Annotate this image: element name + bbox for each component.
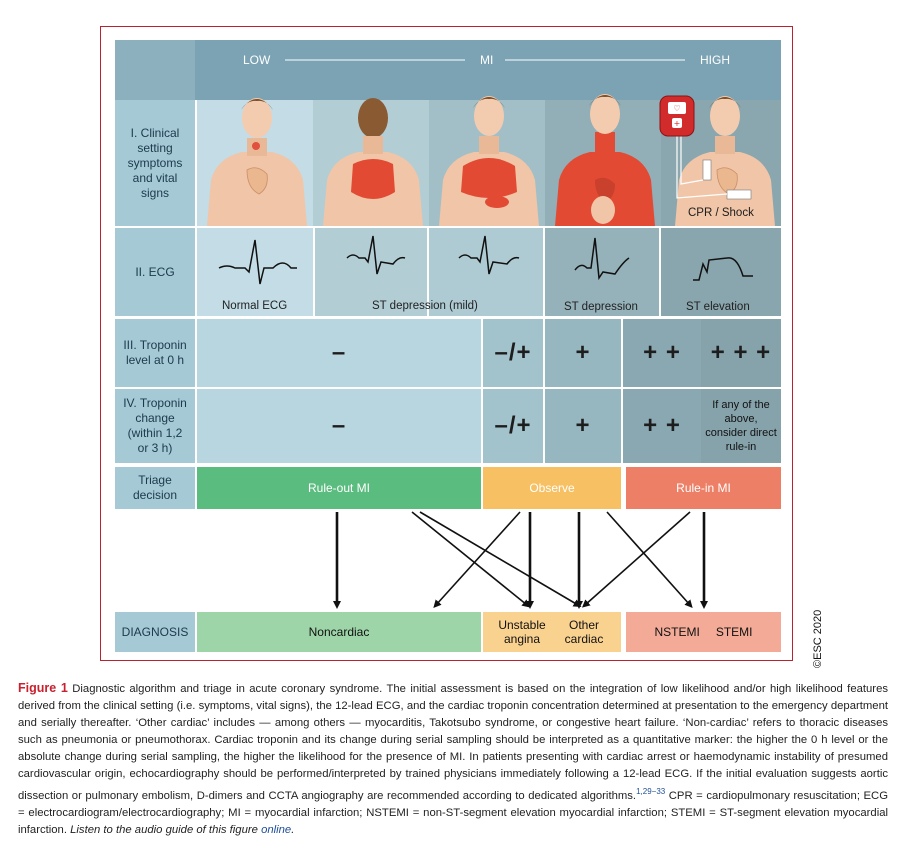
- row-label-diagnosis: DIAGNOSIS: [115, 612, 195, 652]
- diagnosis-unstable-label: Unstable angina: [498, 618, 546, 646]
- header-mi: MI: [480, 53, 494, 67]
- ecg-trace-mild-2: [458, 235, 520, 275]
- caption-refs[interactable]: 1,29−33: [636, 787, 666, 796]
- diagnosis-nstemi-label: NSTEMI: [654, 625, 700, 639]
- ecg-trace-elevation: [693, 257, 753, 281]
- row-label-triage: Triage decision: [115, 467, 195, 509]
- ecg-panel-elevation: [661, 228, 781, 316]
- troponin0-plus3: + + +: [710, 339, 772, 366]
- ecg-label-depression: ST depression: [564, 301, 638, 313]
- ecg-panel-depression: [545, 228, 659, 316]
- ecg-label-elevation: ST elevation: [686, 301, 750, 313]
- trop-change-maybe: –/+: [494, 412, 532, 439]
- trop-change-neg-cell: –: [197, 389, 481, 463]
- triage-rulein: Rule-in MI: [626, 467, 781, 509]
- row-label-troponin0: III. Troponin level at 0 h: [115, 319, 195, 387]
- caption-figure-label: Figure 1: [18, 681, 68, 695]
- trop-change-plus2-cell: + +: [623, 389, 701, 463]
- triage-observe: Observe: [483, 467, 621, 509]
- diagnosis-noncardiac-label: Noncardiac: [308, 625, 370, 639]
- troponin0-neg: –: [331, 339, 347, 366]
- caption-audio-b: .: [291, 823, 295, 836]
- arrow-observe-noncardiac: [433, 511, 521, 608]
- patient-3-figure: [439, 96, 539, 226]
- likelihood-arrow-line: [285, 59, 685, 61]
- ecg-traces: [218, 235, 753, 285]
- trop-change-plus: +: [575, 412, 591, 439]
- troponin0-plus: +: [575, 339, 591, 366]
- trop-change-note-cell: If any of the above, consider direct rul…: [701, 389, 781, 463]
- header-label-column: [115, 40, 195, 100]
- troponin0-plus3-cell: + + +: [701, 319, 781, 387]
- svg-text:+: +: [674, 119, 681, 128]
- caption-text2: CPR = cardiopulmonary resuscitation; ECG…: [18, 789, 889, 836]
- trop-change-maybe-cell: –/+: [483, 389, 543, 463]
- arrow-ruleout-unstable: [411, 511, 531, 608]
- patient-4-figure: [555, 94, 655, 226]
- troponin0-plus-cell: +: [545, 319, 621, 387]
- trop-change-neg: –: [331, 412, 347, 439]
- figure-frame: [100, 26, 793, 661]
- row-label-troponin-change: IV. Troponin change (within 1,2 or 3 h): [115, 389, 195, 463]
- diagnosis-noncardiac: Noncardiac: [197, 612, 481, 652]
- caption-audio-a: Listen to the audio guide of this figure: [70, 823, 262, 836]
- cpr-shock-label: CPR / Shock: [688, 207, 754, 219]
- patient-1-figure: [207, 98, 307, 226]
- trop-change-plus2: + +: [643, 412, 681, 439]
- triage-rulein-label: Rule-in MI: [676, 481, 731, 495]
- figure-caption: Figure 1 Diagnostic algorithm and triage…: [18, 680, 888, 839]
- troponin0-maybe-cell: –/+: [483, 319, 543, 387]
- caption-text: Diagnostic algorithm and triage in acute…: [18, 683, 889, 802]
- row-label-ecg: II. ECG: [115, 228, 195, 316]
- header-high: HIGH: [700, 53, 730, 67]
- copyright-text: ©ESC 2020: [812, 609, 824, 668]
- diagnosis-stemi-label: STEMI: [715, 625, 753, 639]
- patient-2-figure: [323, 98, 423, 226]
- header-band: [115, 40, 781, 100]
- caption-audio-link[interactable]: online: [261, 823, 292, 836]
- defibrillator-icon: ♡ +: [659, 95, 695, 137]
- diagnosis-unstable-other: Unstable angina Other cardiac: [483, 612, 621, 652]
- troponin0-maybe: –/+: [494, 339, 532, 366]
- triage-ruleout: Rule-out MI: [197, 467, 481, 509]
- ecg-label-normal: Normal ECG: [222, 300, 288, 312]
- triage-ruleout-label: Rule-out MI: [307, 481, 371, 495]
- trop-change-note: If any of the above, consider direct rul…: [705, 399, 777, 453]
- diagnosis-nstemi-stemi: NSTEMI STEMI: [626, 612, 781, 652]
- arrow-ruleout-other: [419, 511, 582, 608]
- diagnosis-other-label: Other cardiac: [564, 618, 604, 646]
- svg-text:♡: ♡: [673, 104, 680, 113]
- troponin0-neg-cell: –: [197, 319, 481, 387]
- triage-observe-label: Observe: [529, 481, 575, 495]
- patient-figures: ♡ +: [207, 94, 775, 226]
- patient-5-figure: [675, 96, 775, 226]
- ecg-trace-normal: [218, 239, 297, 285]
- arrow-observe-nstemi: [606, 511, 693, 608]
- copyright-box: ©ESC 2020: [808, 600, 828, 670]
- trop-change-plus-cell: +: [545, 389, 621, 463]
- arrow-rulein-other: [582, 511, 691, 608]
- header-low: LOW: [243, 53, 271, 67]
- troponin0-plus2-cell: + +: [623, 319, 701, 387]
- ecg-trace-mild-1: [346, 235, 406, 275]
- row-label-clinical: I. Clinical setting symptoms and vital s…: [115, 100, 195, 226]
- ecg-label-mild: ST depression (mild): [372, 300, 478, 312]
- troponin0-plus2: + +: [643, 339, 681, 366]
- ecg-trace-depression: [574, 237, 630, 281]
